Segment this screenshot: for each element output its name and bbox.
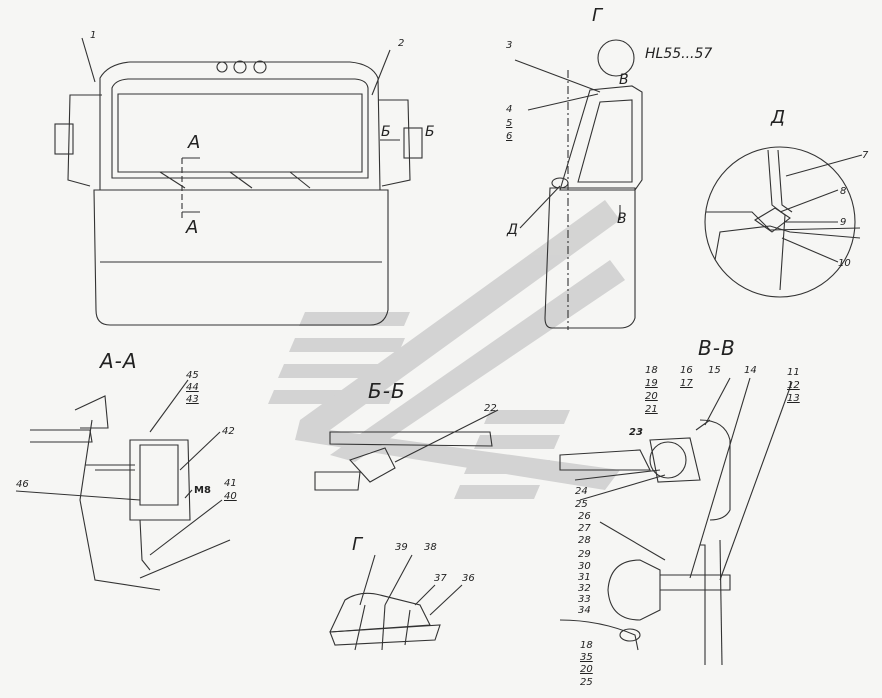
callout-13: 13 [787,393,800,404]
callout-41: 41 [224,478,237,489]
section-mark-a-top: А [188,132,201,153]
watermark-logo [268,200,625,499]
callout-37: 37 [434,573,447,584]
callout-36: 36 [462,573,475,584]
callout-32: 32 [578,583,591,594]
callout-1: 1 [90,30,97,41]
callout-22: 22 [484,403,497,414]
callout-38: 38 [424,542,437,553]
callout-6: 6 [506,131,513,142]
callout-11: 11 [787,367,800,378]
section-mark-b-right: Б [425,124,435,140]
section-aa-title: А-А [100,349,138,373]
callout-29: 29 [578,549,591,560]
view-g-mark: Г [592,5,603,26]
callout-4: 4 [506,104,513,115]
section-vv [559,377,793,666]
callout-9: 9 [840,217,847,228]
callout-7: 7 [862,150,869,161]
callout-18: 18 [645,365,658,376]
callout-28: 28 [578,535,591,546]
section-mark-a-bottom: А [186,217,199,238]
view-d-mark: Д [507,222,518,238]
section-aa [15,379,231,591]
callout-31: 31 [578,572,591,583]
view-v-bottom: В [617,211,627,227]
cab-side-view [514,39,643,330]
detail-d-title: Д [771,107,786,128]
callout-2: 2 [398,38,405,49]
callout-18-lower: 18 [580,640,593,651]
view-g-title: Г [352,534,363,555]
callout-10: 10 [838,258,851,269]
callout-43: 43 [186,394,199,405]
callout-20-lower: 20 [580,664,593,675]
callout-39: 39 [395,542,408,553]
callout-42: 42 [222,426,235,437]
callout-46: 46 [16,479,29,490]
section-bb [314,409,499,491]
callout-23: 23 [629,427,643,438]
callout-33: 33 [578,594,591,605]
callout-40: 40 [224,491,237,502]
callout-35: 35 [580,652,593,663]
callout-27: 27 [578,523,591,534]
callout-15: 15 [708,365,721,376]
thread-m8: М8 [194,485,211,496]
cab-front-view [54,37,423,326]
callout-26: 26 [578,511,591,522]
callout-14: 14 [744,365,757,376]
callout-5: 5 [506,118,513,129]
callout-44: 44 [186,382,199,393]
callout-25-lower: 25 [580,677,593,688]
callout-17: 17 [680,378,693,389]
callout-3: 3 [506,40,513,51]
callout-19: 19 [645,378,658,389]
callout-12: 12 [787,380,800,391]
callout-30: 30 [578,561,591,572]
callout-45: 45 [186,370,199,381]
callout-21: 21 [645,404,658,415]
view-g-lamp-code: HL55...57 [645,46,713,62]
detail-d-view [704,146,863,298]
view-g [329,554,463,651]
callout-16: 16 [680,365,693,376]
callout-25: 25 [575,499,588,510]
section-vv-title: В-В [698,336,736,360]
view-v-top: В [619,72,629,88]
callout-24: 24 [575,486,588,497]
callout-8: 8 [840,186,847,197]
callout-34: 34 [578,605,591,616]
callout-20: 20 [645,391,658,402]
section-mark-b-left: Б [381,124,391,140]
section-bb-title: Б-Б [368,379,406,403]
